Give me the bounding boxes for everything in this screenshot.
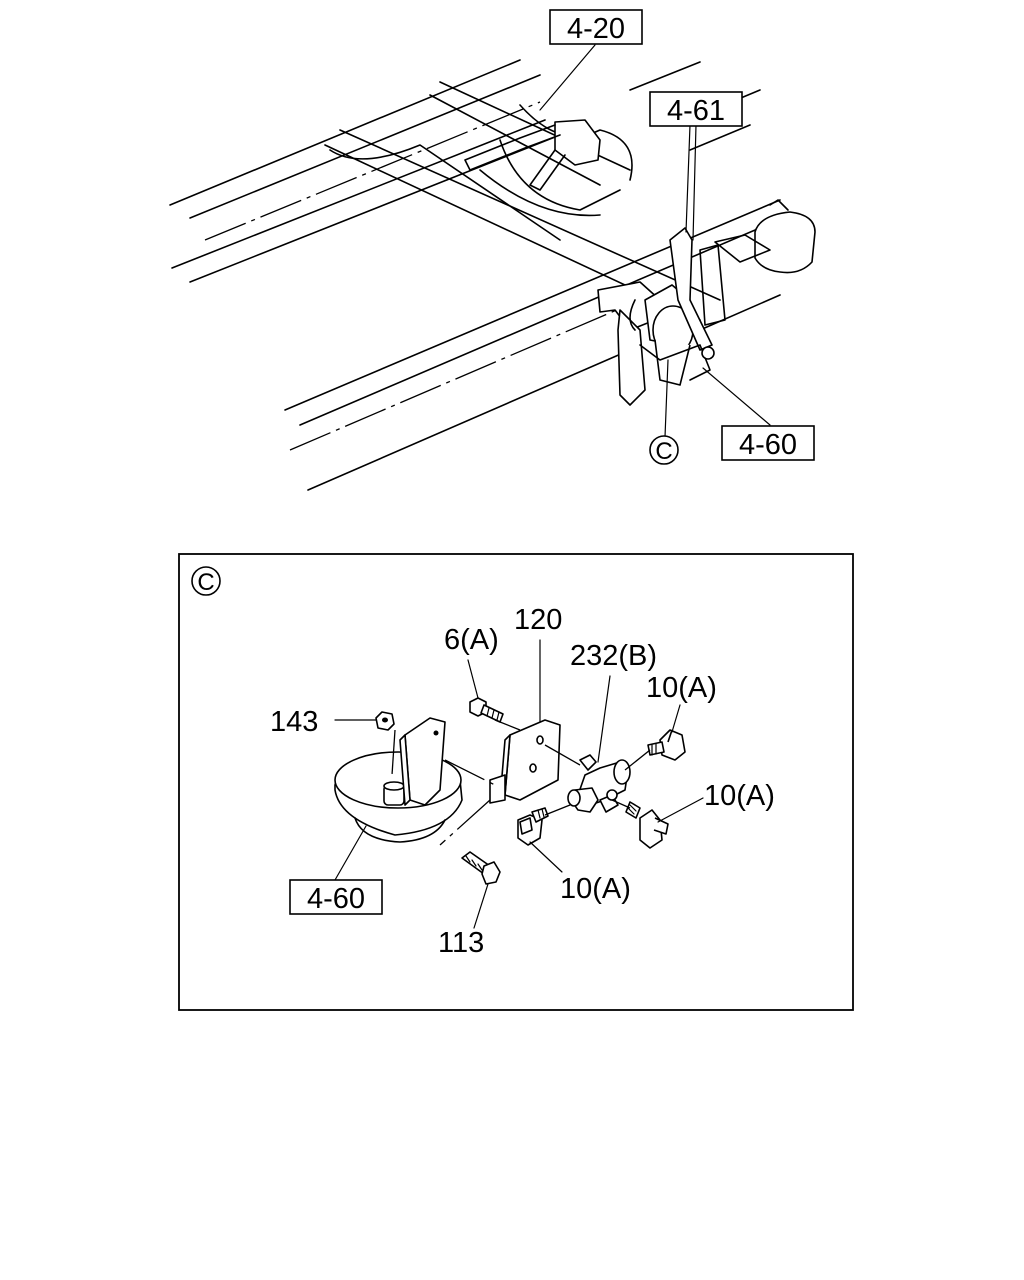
fitting-10a-upper	[647, 729, 686, 761]
spring-bracket	[399, 717, 446, 806]
air-spring-4-60	[334, 751, 463, 843]
callout-10a-upper: 10(A)	[646, 672, 717, 704]
callout-232b: 232(B)	[570, 640, 657, 672]
callout-143: 143	[270, 706, 318, 738]
fitting-10a-lower	[517, 807, 549, 846]
ref-label-4-20: 4-20	[567, 13, 625, 45]
callout-10a-lower: 10(A)	[560, 873, 631, 905]
callout-10a-right: 10(A)	[704, 780, 775, 812]
leveling-valve-232b	[567, 754, 631, 813]
ref-label-4-60-detail: 4-60	[307, 883, 365, 915]
chassis-overview: 4-20 4-61 4-60 C	[169, 9, 816, 491]
top-leaders	[539, 44, 771, 438]
detail-view-c: C	[178, 553, 854, 1011]
bolt-6a	[469, 697, 504, 723]
callout-113: 113	[438, 927, 484, 959]
detail-frame	[178, 553, 854, 1011]
detail-leaders	[334, 639, 704, 929]
view-marker-c-top: C	[649, 435, 679, 465]
valve-bracket-assembly	[597, 227, 715, 406]
axle-housing	[464, 104, 633, 211]
svg-text:C: C	[197, 569, 214, 596]
fitting-10a-right	[625, 801, 669, 849]
ref-box-4-20[interactable]: 4-20	[549, 9, 643, 45]
callout-120: 120	[514, 604, 562, 636]
ref-box-4-61[interactable]: 4-61	[649, 91, 743, 127]
alignment-lines	[391, 719, 651, 846]
ref-label-4-61: 4-61	[667, 95, 725, 127]
ref-box-4-60-detail[interactable]: 4-60	[289, 879, 383, 915]
air-spring-right	[699, 199, 816, 326]
bolt-113	[461, 851, 501, 885]
ref-label-4-60-top: 4-60	[739, 429, 797, 461]
nut-143	[375, 711, 395, 731]
svg-text:C: C	[655, 438, 672, 465]
detail-view-marker: C	[191, 566, 221, 596]
callout-6a: 6(A)	[444, 624, 499, 656]
ref-box-4-60-top[interactable]: 4-60	[721, 425, 815, 461]
bracket-120	[489, 719, 561, 804]
